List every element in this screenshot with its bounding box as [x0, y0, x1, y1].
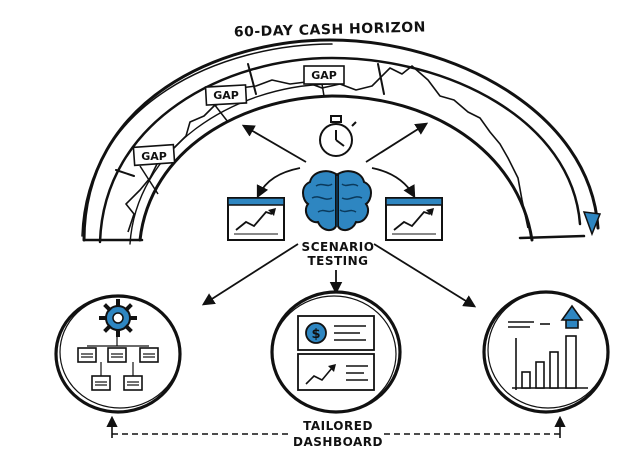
gap-flag-left: GAP	[132, 143, 176, 195]
chart-panel-left	[227, 197, 285, 241]
gap-label: GAP	[213, 89, 239, 102]
scenario-label-line2: TESTING	[307, 254, 368, 268]
dashboard-label-line2: DASHBOARD	[293, 435, 383, 449]
financial-dashboard-circle: $	[270, 290, 402, 414]
brain-icon	[302, 170, 372, 232]
up-arrow-icon	[560, 304, 584, 329]
dashboard-connector	[106, 415, 566, 438]
org-structure-circle	[54, 294, 182, 414]
gap-flag-top: GAP	[303, 65, 345, 97]
scenario-label-line1: SCENARIO	[302, 240, 375, 254]
gear-icon	[99, 299, 137, 337]
diagram-title: 60-DAY CASH HORIZON	[234, 19, 426, 40]
gap-label: GAP	[311, 69, 337, 82]
growth-chart-circle	[482, 290, 610, 414]
svg-text:$: $	[311, 327, 320, 342]
scenario-arrows-lower	[201, 243, 477, 308]
gap-label: GAP	[141, 150, 167, 163]
horizon-arch	[81, 38, 600, 245]
gap-flag-middle-left: GAP	[204, 84, 248, 123]
stopwatch-icon	[319, 115, 357, 157]
scenario-arrows-upper	[241, 122, 429, 199]
chart-panel-right	[385, 197, 443, 241]
horizon-arrowhead	[582, 211, 602, 237]
dollar-icon: $	[305, 322, 327, 344]
dashboard-label-line1: TAILORED	[303, 419, 373, 433]
